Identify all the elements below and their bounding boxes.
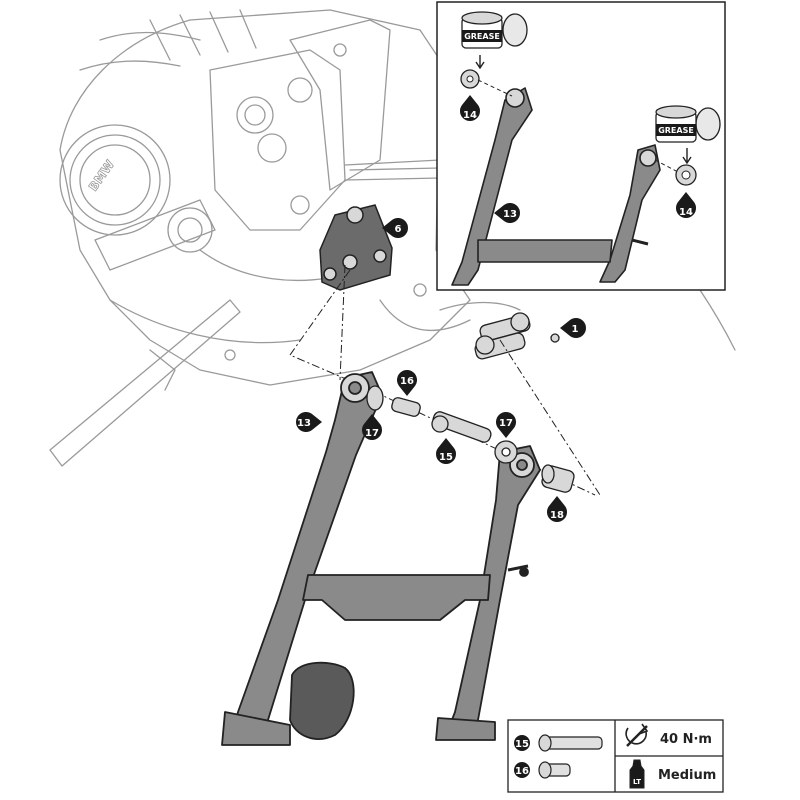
torque-value: 40 N·m xyxy=(660,732,712,747)
legend-item-16: 16 xyxy=(514,761,571,779)
legend-item-15: 15 xyxy=(514,734,603,752)
mounting-bolts xyxy=(474,312,560,360)
grease-label: GREASE xyxy=(464,32,500,41)
callout-15-main: 15 xyxy=(436,438,456,464)
loose-hardware xyxy=(366,385,575,493)
callout-17-left: 17 xyxy=(362,414,383,441)
svg-text:13: 13 xyxy=(503,209,517,220)
callout-6: 6 xyxy=(382,218,408,238)
svg-text:13: 13 xyxy=(297,418,311,429)
svg-text:14: 14 xyxy=(463,110,477,121)
inset-panel xyxy=(436,1,726,291)
grease-tin-icon: GREASE xyxy=(655,105,721,143)
center-stand xyxy=(221,371,541,746)
svg-text:16: 16 xyxy=(400,376,414,387)
callout-16-main: 16 xyxy=(397,369,418,396)
threadlock-bottle-icon: LT xyxy=(629,759,645,789)
callout-17-right: 17 xyxy=(496,411,516,438)
threadlock-badge: LT xyxy=(633,778,641,786)
svg-text:18: 18 xyxy=(550,510,564,521)
grease-tin-icon: GREASE xyxy=(461,11,528,49)
grease-label: GREASE xyxy=(658,126,694,135)
svg-text:17: 17 xyxy=(365,428,379,439)
brand-mark: BMW xyxy=(86,158,117,194)
svg-text:14: 14 xyxy=(679,207,693,218)
callout-13-inset: 13 xyxy=(494,203,521,223)
svg-text:15: 15 xyxy=(515,739,529,750)
callout-18: 18 xyxy=(547,496,568,522)
svg-text:17: 17 xyxy=(499,418,513,429)
svg-text:15: 15 xyxy=(439,452,453,463)
mount-plate xyxy=(319,204,393,291)
threadlock-strength: Medium xyxy=(658,768,716,783)
callout-14-right: 14 xyxy=(676,192,696,219)
legend-box: 15 16 40 N·m LT Medium xyxy=(507,719,724,793)
inset-stand xyxy=(451,87,661,286)
svg-text:1: 1 xyxy=(572,324,579,335)
callout-13-main: 13 xyxy=(296,412,322,432)
svg-text:6: 6 xyxy=(395,224,402,235)
svg-text:16: 16 xyxy=(515,766,529,777)
torque-wrench-icon xyxy=(625,723,649,747)
callout-1: 1 xyxy=(560,318,586,338)
callout-14-left: 14 xyxy=(460,95,480,122)
